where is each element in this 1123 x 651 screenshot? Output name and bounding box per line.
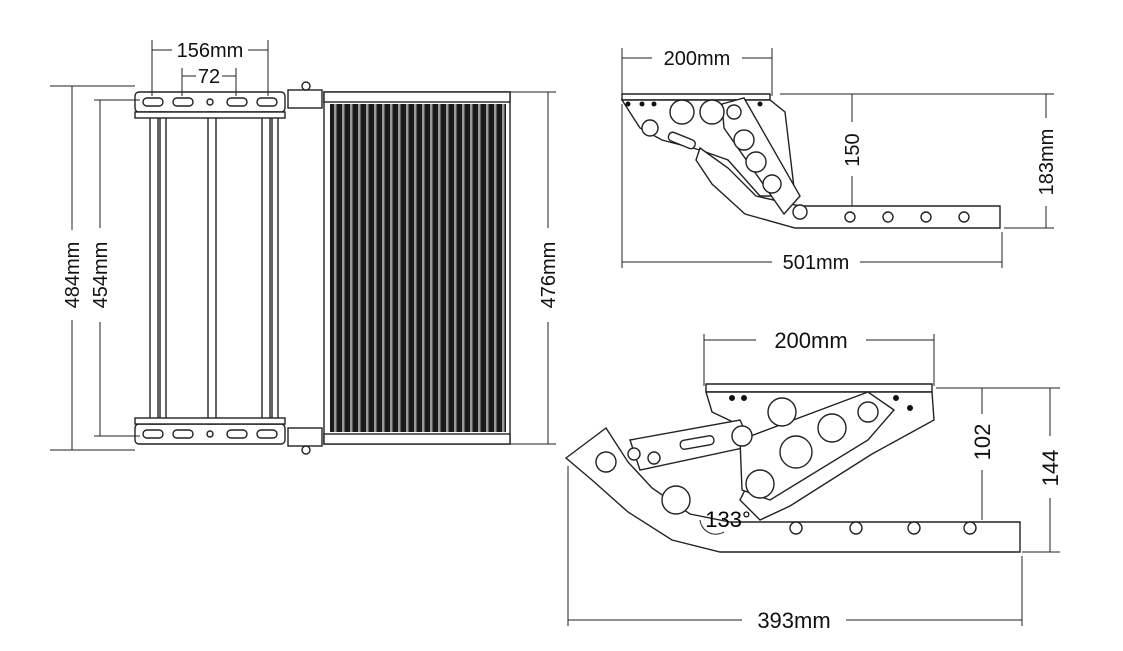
tread-rib xyxy=(502,104,505,432)
side-view-extended: 133° 200mm 102 144 xyxy=(564,328,1063,633)
dim-484-label: 484mm xyxy=(62,242,84,309)
tread-rib xyxy=(462,104,465,432)
side-view-retracted: 200mm 150 183mm 501mm xyxy=(620,48,1058,274)
dim-183-label: 183mm xyxy=(1036,129,1058,196)
tread-rib xyxy=(486,104,489,432)
top-view: 156mm 72 484mm 454mm xyxy=(50,40,560,455)
dim-454-label: 454mm xyxy=(90,242,112,309)
dim-144: 144 xyxy=(990,387,1063,553)
dim-393-label: 393mm xyxy=(757,608,830,633)
dim-102-label: 102 xyxy=(970,424,995,461)
dim-501-label: 501mm xyxy=(783,252,850,274)
tread-rib xyxy=(422,104,425,432)
angle-label: 133° xyxy=(705,507,751,532)
dim-484: 484mm xyxy=(50,85,135,451)
tread-rib xyxy=(382,104,385,432)
dim-454: 454mm xyxy=(90,99,140,437)
step-arm-extended xyxy=(564,426,1021,553)
rail-holes-extended xyxy=(789,521,977,535)
rail-holes xyxy=(844,211,970,223)
dim-200-extended: 200mm xyxy=(703,328,935,386)
dim-150-label: 150 xyxy=(842,133,864,166)
tread-rib xyxy=(470,104,473,432)
angle-arc xyxy=(699,519,725,535)
frame-rails xyxy=(134,111,286,425)
tread-rib xyxy=(350,104,353,432)
tread-rib xyxy=(398,104,401,432)
bracket-holes xyxy=(625,99,808,220)
dim-156-label: 156mm xyxy=(177,40,244,62)
tread-rib xyxy=(454,104,457,432)
dim-476-label: 476mm xyxy=(538,242,560,309)
tread-rib xyxy=(374,104,377,432)
tread-rib xyxy=(438,104,441,432)
tread-rib xyxy=(390,104,393,432)
tread-rib xyxy=(430,104,433,432)
tread-rib xyxy=(358,104,361,432)
step-tread xyxy=(323,91,511,445)
dim-200-extended-label: 200mm xyxy=(774,328,847,353)
mounting-plate xyxy=(621,93,771,101)
tread-rib xyxy=(366,104,369,432)
hinge xyxy=(287,81,323,455)
dim-200-retracted-label: 200mm xyxy=(664,48,731,70)
bracket-holes-extended xyxy=(595,395,913,515)
dim-200-retracted: 200mm xyxy=(621,48,773,96)
tread-rib xyxy=(494,104,497,432)
step-arm xyxy=(695,146,1001,229)
dim-183: 183mm xyxy=(860,93,1058,229)
dim-501: 501mm xyxy=(621,104,1003,274)
mounting-plate-extended xyxy=(705,383,933,393)
dim-72: 72 xyxy=(181,66,237,96)
tread-rib xyxy=(342,104,345,432)
tread-rib xyxy=(414,104,417,432)
tread-rib xyxy=(334,104,337,432)
dim-393: 393mm xyxy=(567,466,1023,633)
dim-102: 102 xyxy=(936,387,995,520)
dim-476: 476mm xyxy=(510,91,560,445)
tread-rib xyxy=(406,104,409,432)
dim-150: 150 xyxy=(780,93,864,206)
bracket-slots xyxy=(142,97,278,439)
tread-rib xyxy=(478,104,481,432)
dim-156: 156mm xyxy=(151,40,269,96)
tread-rib xyxy=(446,104,449,432)
dim-144-label: 144 xyxy=(1038,450,1063,487)
link-plate-extended xyxy=(739,391,896,501)
dim-72-label: 72 xyxy=(198,66,220,88)
